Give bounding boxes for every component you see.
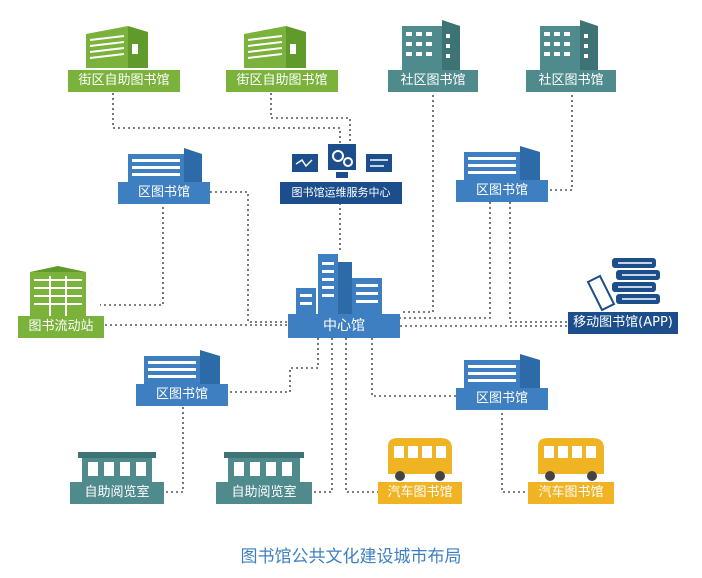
- community-library-2: 社区图书馆: [526, 14, 616, 92]
- connector-center-selfreading2: [312, 338, 333, 493]
- district-library-top-left-label: 区图书馆: [118, 182, 210, 204]
- connector-districttl-center: [210, 191, 288, 323]
- district-library-top-right-label: 区图书馆: [456, 180, 548, 202]
- self-service-building-icon: [244, 26, 306, 68]
- street-library-1-label: 街区自助图书馆: [68, 70, 180, 92]
- mobile-library-app-label: 移动图书馆(APP): [568, 312, 678, 334]
- connector-center-districtbl: [228, 338, 319, 393]
- mobile-library-app: 移动图书馆(APP): [568, 252, 678, 334]
- district-building-icon: [128, 148, 202, 182]
- street-library-1: 街区自助图书馆: [68, 14, 180, 92]
- monitors-gears-icon: [292, 144, 392, 178]
- reading-room-building-icon: [224, 452, 304, 482]
- central-library-label: 中心馆: [288, 314, 400, 338]
- connector-community2-district: [548, 90, 573, 191]
- district-building-icon: [464, 146, 540, 180]
- self-reading-room-2-label: 自助阅览室: [216, 482, 312, 504]
- connector-districttr-mobile: [509, 202, 568, 323]
- street-library-2-label: 街区自助图书馆: [226, 70, 338, 92]
- district-building-icon: [464, 354, 540, 388]
- connector-center-bus1: [345, 338, 378, 493]
- connector-districttl-flow: [100, 202, 164, 306]
- connector-center-districtbr: [371, 338, 456, 397]
- connector-districtbr-bus2: [501, 408, 528, 493]
- community-library-2-label: 社区图书馆: [526, 70, 616, 92]
- central-library: 中心馆: [288, 250, 400, 338]
- reading-room-building-icon: [78, 452, 156, 482]
- district-library-bottom-right-label: 区图书馆: [456, 388, 548, 410]
- district-library-top-right: 区图书馆: [456, 142, 548, 202]
- connector-districtbl-selfreading1: [164, 402, 184, 493]
- self-reading-room-2: 自助阅览室: [216, 446, 312, 504]
- connector-community1-center: [400, 90, 434, 313]
- self-reading-room-1: 自助阅览室: [70, 446, 164, 504]
- bus-library-2: 汽车图书馆: [528, 434, 614, 504]
- books-phone-icon: [586, 258, 660, 312]
- district-library-top-left: 区图书馆: [118, 146, 210, 204]
- district-library-bottom-left-label: 区图书馆: [136, 384, 228, 406]
- bus-library-2-label: 汽车图书馆: [528, 482, 614, 504]
- connector-street1-ops: [112, 88, 341, 148]
- community-library-1: 社区图书馆: [388, 14, 478, 92]
- self-service-building-icon: [86, 26, 148, 68]
- district-library-bottom-left: 区图书馆: [136, 346, 228, 406]
- central-towers-icon: [296, 254, 382, 316]
- book-flow-station-label: 图书流动站: [18, 316, 104, 338]
- street-library-2: 街区自助图书馆: [226, 14, 338, 92]
- community-library-1-label: 社区图书馆: [388, 70, 478, 92]
- community-building-icon: [540, 20, 598, 70]
- district-building-icon: [144, 350, 220, 384]
- bus-icon: [538, 438, 604, 481]
- ops-service-center: 图书馆运维服务中心: [280, 142, 402, 204]
- diagram-caption: 图书馆公共文化建设城市布局: [240, 547, 462, 567]
- bus-library-1-label: 汽车图书馆: [378, 482, 462, 504]
- book-flow-station: 图书流动站: [18, 264, 104, 338]
- connector-street2-ops: [270, 88, 351, 148]
- bus-library-1: 汽车图书馆: [378, 434, 462, 504]
- self-reading-room-1-label: 自助阅览室: [70, 482, 164, 504]
- district-library-bottom-right: 区图书馆: [456, 350, 548, 410]
- connector-districttr-center: [400, 202, 491, 319]
- bus-icon: [388, 438, 452, 481]
- flow-station-building-icon: [30, 266, 86, 316]
- ops-service-center-label: 图书馆运维服务中心: [280, 182, 402, 204]
- community-building-icon: [402, 20, 460, 70]
